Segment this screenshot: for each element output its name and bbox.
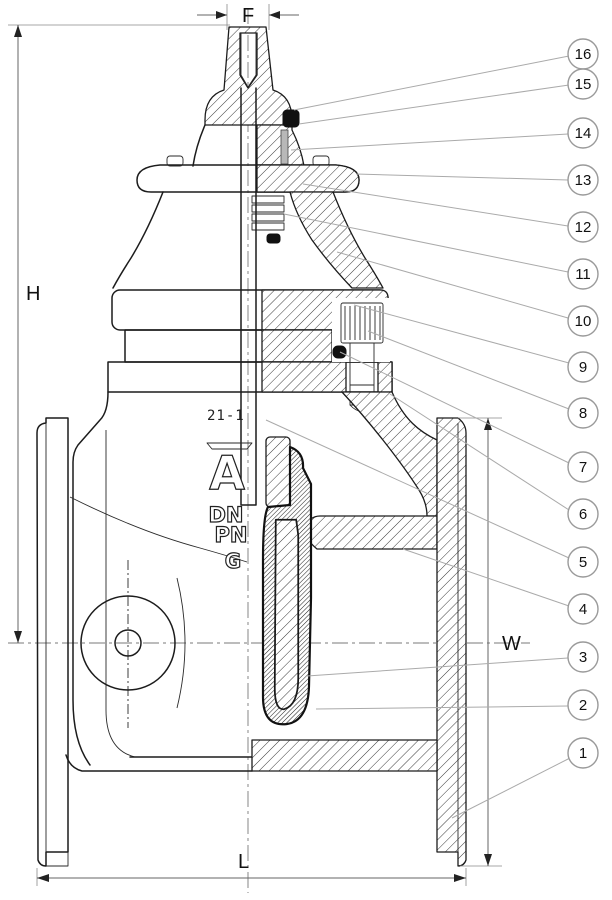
valve-body-drawing: 21-1 A DN PN G	[36, 26, 467, 867]
stem-top	[240, 33, 257, 88]
body-surface-arc	[176, 577, 186, 709]
dimension-f: F	[197, 4, 299, 30]
bonnet-ear-flange-section	[256, 164, 360, 193]
svg-text:16: 16	[575, 46, 592, 63]
body-left-outline	[72, 391, 109, 766]
logo-overbar	[206, 442, 253, 450]
callout-7: 7	[567, 451, 599, 483]
body-shoulder-blend	[69, 496, 248, 563]
dimension-l: L	[36, 851, 467, 886]
svg-text:8: 8	[579, 405, 587, 422]
svg-text:6: 6	[579, 506, 587, 523]
callout-9: 9	[567, 351, 599, 383]
pn-text: PN	[215, 523, 248, 547]
svg-text:11: 11	[575, 266, 591, 283]
dimension-label-l: L	[238, 851, 249, 873]
body-top-flange-section-b	[377, 361, 393, 393]
bushing-dome-left	[192, 124, 206, 167]
svg-text:7: 7	[579, 459, 587, 476]
left-end-flange	[36, 417, 69, 867]
callout-1: 1	[567, 737, 599, 769]
callout-2: 2	[567, 689, 599, 721]
callout-14: 14	[567, 117, 599, 149]
body-bottom-section	[251, 739, 438, 772]
g-text: G	[225, 549, 241, 573]
right-end-flange-section	[436, 417, 467, 867]
boss-hole	[114, 629, 142, 657]
callout-6: 6	[567, 498, 599, 530]
svg-text:14: 14	[575, 125, 592, 142]
wedge-nut	[265, 436, 291, 508]
svg-text:1: 1	[579, 745, 587, 762]
bonnet-lower-band-section	[261, 329, 333, 363]
left-flange-face-step	[45, 423, 69, 867]
bonnet-bolt	[332, 298, 390, 412]
callout-16: 16	[567, 38, 599, 70]
svg-text:13: 13	[575, 172, 592, 189]
callout-4: 4	[567, 593, 599, 625]
svg-text:3: 3	[579, 649, 587, 666]
callout-15: 15	[567, 68, 599, 100]
dimension-h: H	[8, 24, 230, 643]
callout-5: 5	[567, 546, 599, 578]
callout-10: 10	[567, 305, 599, 337]
cast-markings: 21-1 A DN PN G	[206, 408, 253, 574]
body-bottom-line-2	[65, 754, 253, 772]
callout-11: 11	[567, 258, 599, 290]
svg-text:12: 12	[575, 219, 592, 236]
svg-text:9: 9	[579, 359, 587, 376]
body-top-flange-section-a	[261, 361, 347, 393]
callout-8: 8	[567, 397, 599, 429]
callout-3: 3	[567, 641, 599, 673]
bonnet-neck-section	[289, 191, 384, 289]
stem-bearing-strip	[280, 129, 289, 165]
callout-balloons: 16 15 14 13 12 11 10 9	[567, 38, 599, 769]
dimension-label-w: W	[502, 633, 521, 655]
dn-text: DN	[208, 503, 243, 527]
dimension-label-h: H	[26, 283, 40, 305]
svg-text:15: 15	[575, 76, 592, 93]
svg-text:2: 2	[579, 697, 587, 714]
bolt-o-ring	[332, 345, 347, 359]
svg-text:4: 4	[579, 601, 587, 618]
callout-13: 13	[567, 164, 599, 196]
body-boss	[80, 595, 176, 691]
cast-code-text: 21-1	[207, 408, 245, 424]
body-seat-section	[302, 515, 438, 550]
body-top-flange	[107, 361, 393, 393]
stem-o-ring-upper	[282, 109, 300, 128]
body-left-rib	[105, 430, 136, 758]
stem	[240, 87, 257, 506]
stem-o-ring-bottom	[266, 233, 281, 244]
stem-cap	[204, 26, 293, 126]
callout-12: 12	[567, 211, 599, 243]
wedge-core	[274, 519, 299, 710]
body-wall-section	[341, 391, 438, 517]
svg-text:10: 10	[575, 313, 592, 330]
maker-logo: A	[209, 446, 245, 500]
bonnet-neck-left	[112, 191, 164, 289]
leader-lines	[265, 55, 571, 819]
dimension-label-f: F	[242, 5, 254, 27]
svg-text:5: 5	[579, 554, 587, 571]
stem-thread-stack	[251, 195, 285, 244]
flange-lug-left	[166, 155, 184, 167]
